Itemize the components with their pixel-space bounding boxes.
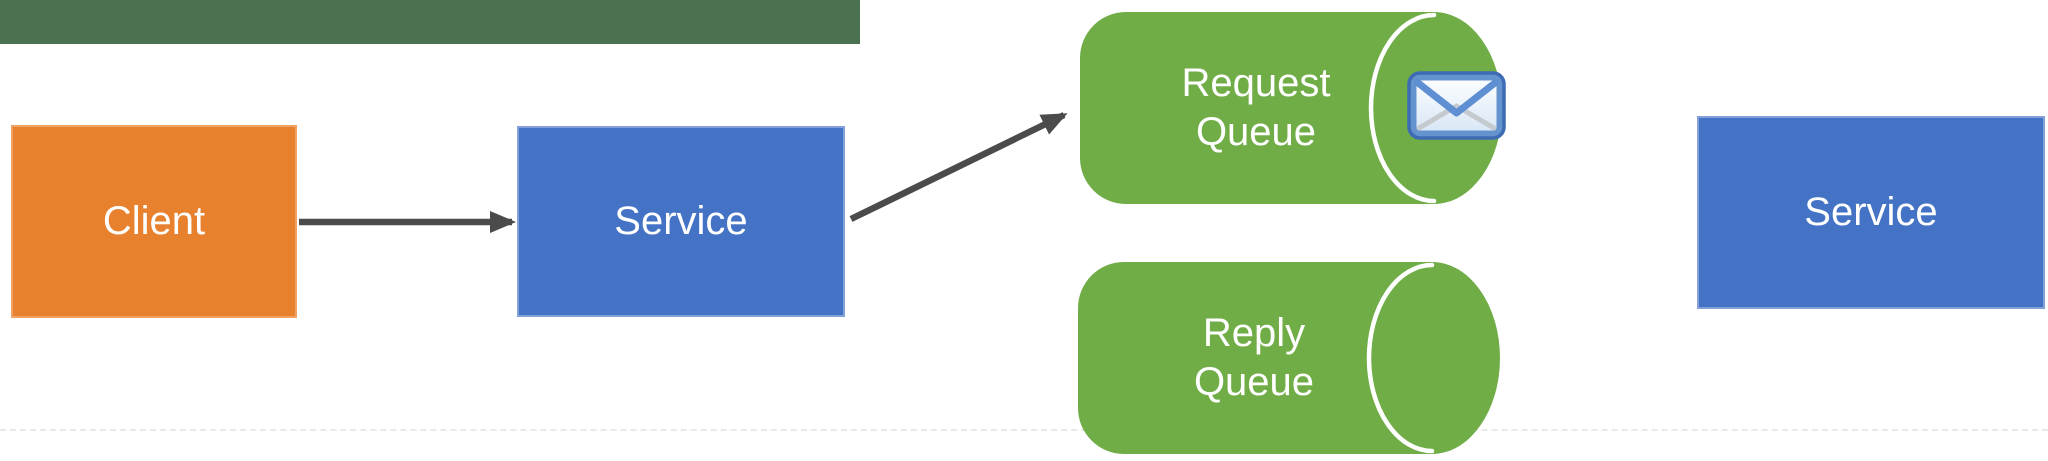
request-queue-label: Request Queue: [1106, 12, 1406, 204]
reply-queue-shape: [1078, 262, 1500, 454]
envelope-icon: [1407, 71, 1506, 140]
reply-queue-label-line2: Queue: [1193, 360, 1315, 404]
client-label: Client: [102, 199, 206, 243]
service-right-label: Service: [1804, 190, 1938, 234]
service-middle-label: Service: [614, 199, 748, 243]
guide-line: [0, 429, 2048, 431]
queue-cap-arc: [1368, 12, 1437, 204]
request-queue-node: Request Queue: [1080, 12, 1502, 204]
service-to-request-queue-arrow: [849, 112, 1068, 222]
reply-queue-node: Reply Queue: [1078, 262, 1500, 454]
request-queue-label-line2: Queue: [1195, 110, 1317, 154]
request-queue-shape: [1080, 12, 1502, 204]
request-queue-label-line1: Request: [1181, 61, 1331, 105]
client-node: Client: [11, 125, 297, 318]
queue-body-shape: [1080, 12, 1502, 204]
reply-queue-label-line1: Reply: [1202, 311, 1306, 355]
queue-body-shape: [1078, 262, 1500, 454]
service-middle-node: Service: [517, 126, 845, 317]
queue-cap-arc: [1366, 262, 1435, 454]
reply-queue-label: Reply Queue: [1104, 262, 1404, 454]
service-right-node: Service: [1697, 116, 2045, 309]
top-accent-bar: [0, 0, 860, 44]
envelope-flap: [1414, 79, 1499, 117]
